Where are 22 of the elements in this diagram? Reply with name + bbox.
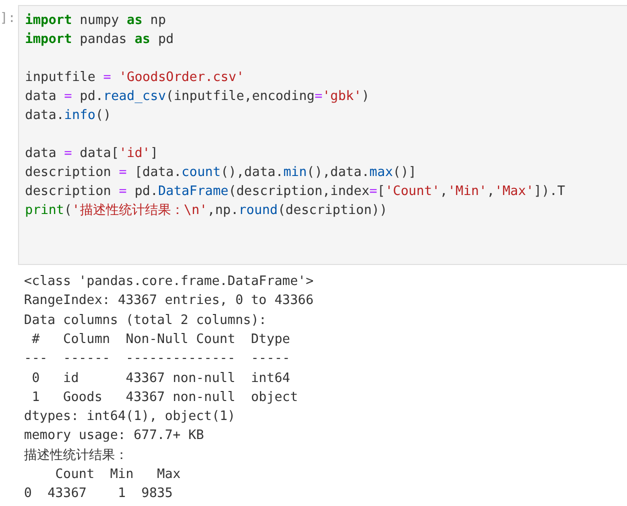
output-line: # Column Non-Null Count Dtype [30, 330, 292, 349]
code-line: data = pd.read_csv(inputfile,encoding='gbk') [25, 88, 370, 106]
output-line: memory usage: 677.7+ KB [24, 427, 204, 446]
output-line: 0 id 43367 non-null int64 [30, 370, 292, 388]
output-line: Data columns (total 2 columns): [24, 312, 267, 330]
output-line: 1 Goods 43367 non-null object [30, 388, 298, 407]
code-line: inputfile = 'GoodsOrder.csv' [25, 69, 244, 87]
output-line: <class 'pandas.core.frame.DataFrame'> [24, 273, 314, 291]
code-line: import pandas as pd [25, 31, 174, 49]
code-line: description = pd.DataFrame(description,index=['Count','Min','Max']).T [25, 183, 566, 201]
prompt-label: ]: [0, 10, 16, 28]
output-line: --- ------ -------------- ----- [24, 350, 292, 368]
output-line: RangeIndex: 43367 entries, 0 to 43366 [24, 292, 314, 310]
output-line: 描述性统计结果： [24, 446, 128, 465]
code-line: data.info() [25, 107, 112, 125]
code-line: print('描述性统计结果：\n',np.round(description)) [25, 202, 388, 220]
code-line: import numpy as np [25, 12, 166, 30]
output-line: 0 43367 1 9835 [24, 485, 173, 504]
output-line: dtypes: int64(1), object(1) [24, 408, 236, 426]
output-line: Count Min Max [54, 466, 181, 484]
code-line: description = [data.count(),data.min(),data.max()] [25, 164, 416, 182]
code-line: data = data['id'] [25, 145, 158, 163]
